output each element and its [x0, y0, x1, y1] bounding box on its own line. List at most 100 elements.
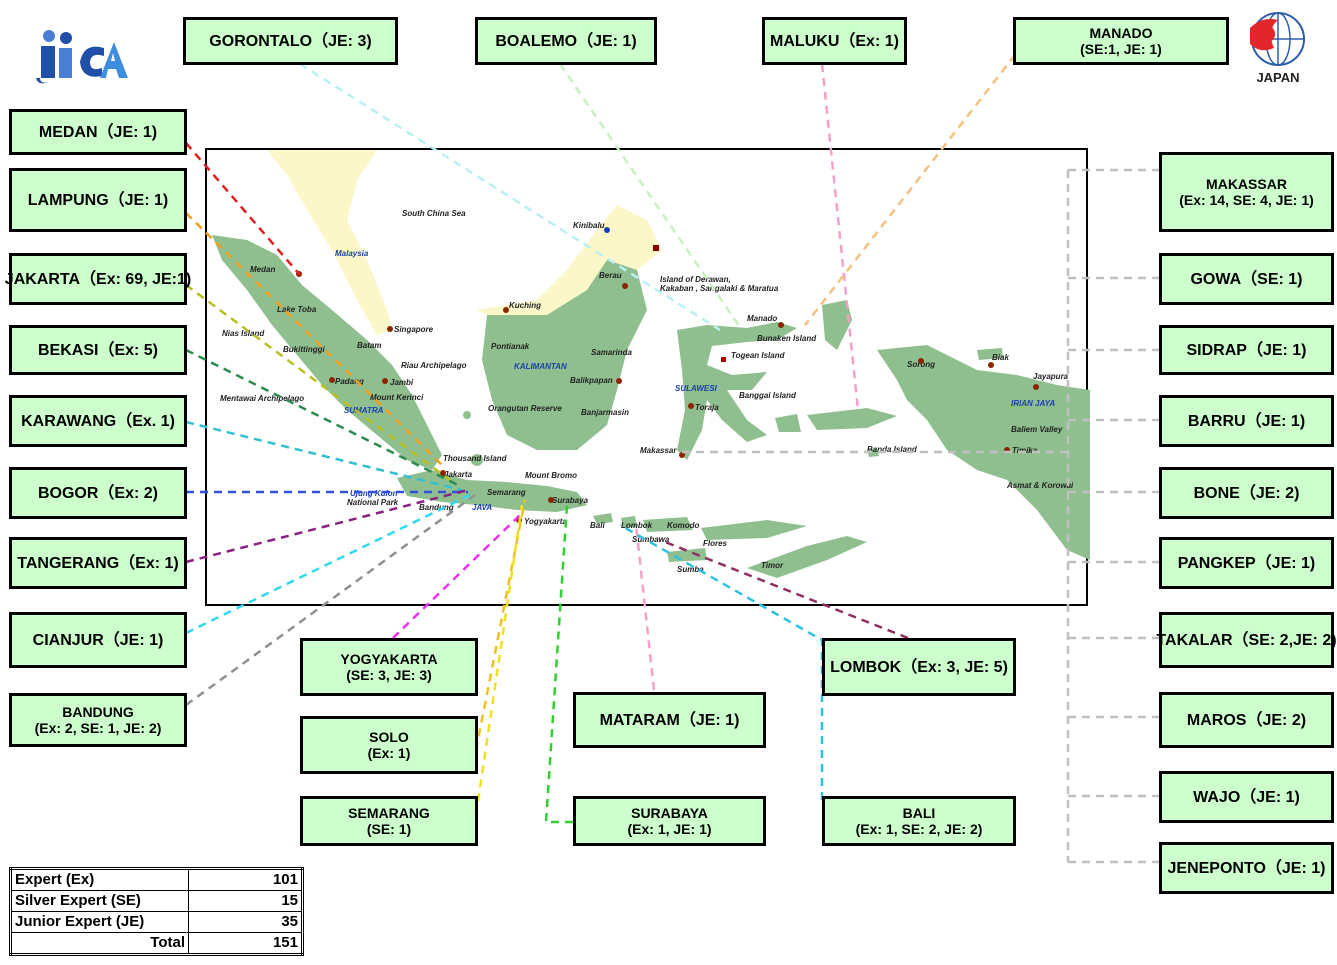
region-tangerang: TANGERANG（Ex: 1) [9, 537, 187, 589]
region-maros: MAROS（JE: 2) [1159, 692, 1334, 748]
line-manado [804, 54, 1016, 326]
line-gorontalo [299, 62, 721, 332]
line-medan [185, 142, 301, 276]
region-semarang-counts: (SE: 1) [366, 821, 412, 837]
bangka-island [471, 454, 483, 466]
region-bone: BONE（JE: 2) [1159, 467, 1334, 519]
region-maros-text: MAROS（JE: 2) [1186, 711, 1307, 729]
city-dot [688, 403, 694, 409]
city-dot [778, 322, 784, 328]
region-yogyakarta-name: YOGYAKARTA [340, 651, 438, 667]
sumbawa-island [643, 517, 693, 532]
label-manado: Manado [747, 314, 777, 323]
region-takalar-text: TAKALAR（SE: 2,JE: 2) [1156, 631, 1337, 649]
line-semarang [474, 504, 524, 816]
summary-value: 101 [188, 868, 303, 891]
region-karawang-text: KARAWANG（Ex. 1) [21, 412, 175, 430]
city-dot [622, 283, 628, 289]
city-dot [918, 358, 924, 364]
region-tangerang-text: TANGERANG（Ex: 1) [17, 554, 179, 572]
region-manado-name: MANADO [1089, 25, 1153, 41]
region-makassar-name: MAKASSAR [1206, 176, 1287, 192]
region-surabaya: SURABAYA (Ex: 1, JE: 1) [573, 796, 766, 846]
region-boalemo-text: BOALEMO（JE: 1) [495, 32, 637, 50]
label-ujung-kulon2: National Park [347, 498, 399, 507]
region-jakarta: JAKARTA（Ex: 69, JE:1) [5, 253, 191, 305]
line-yogyakarta [392, 514, 521, 639]
region-mataram-text: MATARAM（JE: 1) [599, 711, 740, 729]
buru-island [775, 414, 801, 432]
label-samarinda: Samarinda [591, 348, 632, 357]
sulawesi-island [677, 322, 797, 460]
line-karawang [185, 420, 463, 492]
label-sumbawa: Sumbawa [632, 535, 670, 544]
summary-total-value: 151 [188, 932, 303, 955]
region-barru-text: BARRU（JE: 1) [1187, 412, 1306, 430]
label-toraja: Toraja [695, 403, 719, 412]
summary-row-junior-expert: Junior Expert (JE) 35 [10, 911, 303, 933]
togean-marker [721, 357, 726, 362]
region-maluku-text: MALUKU（Ex: 1) [770, 32, 899, 50]
borneo-north [477, 205, 662, 320]
region-jakarta-text: JAKARTA（Ex: 69, JE:1) [4, 270, 192, 288]
line-solo [474, 499, 527, 751]
label-asmat: Asmat & Korowai [1006, 481, 1074, 490]
label-baliem: Baliem Valley [1011, 425, 1063, 434]
kinibalu-dot [604, 227, 610, 233]
region-jeneponto-text: JENEPONTO（JE: 1) [1167, 859, 1326, 877]
label-banggai: Banggai Island [739, 391, 797, 400]
region-barru: BARRU（JE: 1) [1159, 395, 1334, 447]
region-sidrap: SIDRAP（JE: 1) [1159, 325, 1334, 375]
region-surabaya-counts: (Ex: 1, JE: 1) [627, 821, 712, 837]
label-ujung-kulon: Ujung Kulon [350, 489, 398, 498]
label-makassar: Makassar [640, 446, 677, 455]
city-dot [548, 497, 554, 503]
line-bali [619, 523, 824, 800]
jica-logo [36, 30, 128, 84]
label-timor: Timor [761, 561, 784, 570]
label-kinibalu: Kinibalu [573, 221, 605, 230]
region-lombok: LOMBOK（Ex: 3, JE: 5) [822, 638, 1016, 696]
line-jakarta [185, 283, 451, 482]
region-bandung-counts: (Ex: 2, SE: 1, JE: 2) [34, 720, 162, 736]
label-sulawesi: SULAWESI [675, 384, 718, 393]
region-jeneponto: JENEPONTO（JE: 1) [1159, 842, 1334, 894]
region-bali-counts: (Ex: 1, SE: 2, JE: 2) [855, 821, 983, 837]
city-dot [440, 470, 446, 476]
region-solo-counts: (Ex: 1) [367, 745, 411, 761]
region-wajo: WAJO（JE: 1) [1159, 771, 1334, 823]
label-medan: Medan [250, 265, 275, 274]
region-sidrap-text: SIDRAP（JE: 1) [1186, 341, 1307, 359]
summary-label: Silver Expert (SE) [10, 890, 189, 912]
summary-total-label: Total [10, 932, 189, 955]
label-bunaken: Bunaken Island [757, 334, 817, 343]
biak-island [977, 348, 1003, 360]
region-gowa-text: GOWA（SE: 1) [1190, 270, 1303, 288]
region-lampung: LAMPUNG（JE: 1) [9, 168, 187, 232]
region-solo: SOLO (Ex: 1) [300, 716, 478, 774]
label-komodo: Komodo [667, 521, 700, 530]
label-kuching: Kuching [509, 301, 541, 310]
label-java: JAVA [472, 503, 492, 512]
summary-value: 15 [188, 890, 303, 912]
malaysia-peninsula [267, 150, 392, 335]
region-surabaya-name: SURABAYA [631, 805, 708, 821]
label-derawan2: Kakaban , Sangalaki & Maratua [660, 284, 779, 293]
label-sumba: Sumba [677, 565, 704, 574]
line-boalemo [558, 63, 744, 331]
line-tangerang [185, 488, 469, 564]
region-bekasi-text: BEKASI（Ex: 5) [37, 341, 159, 359]
label-sumatra: SUMATRA [344, 406, 384, 415]
region-bogor-text: BOGOR（Ex: 2) [37, 484, 159, 502]
city-dot [503, 307, 509, 313]
label-lake-toba: Lake Toba [277, 305, 317, 314]
label-mount-bromo: Mount Bromo [525, 471, 577, 480]
summary-row-silver-expert: Silver Expert (SE) 15 [10, 890, 303, 912]
line-bekasi [185, 348, 459, 487]
summary-label: Junior Expert (JE) [10, 911, 189, 933]
summary-row-expert: Expert (Ex) 101 [10, 868, 303, 891]
region-boalemo: BOALEMO（JE: 1) [475, 17, 657, 65]
city-dot [382, 378, 388, 384]
label-jakarta: Jakarta [444, 470, 473, 479]
halmahera-island [822, 300, 852, 350]
